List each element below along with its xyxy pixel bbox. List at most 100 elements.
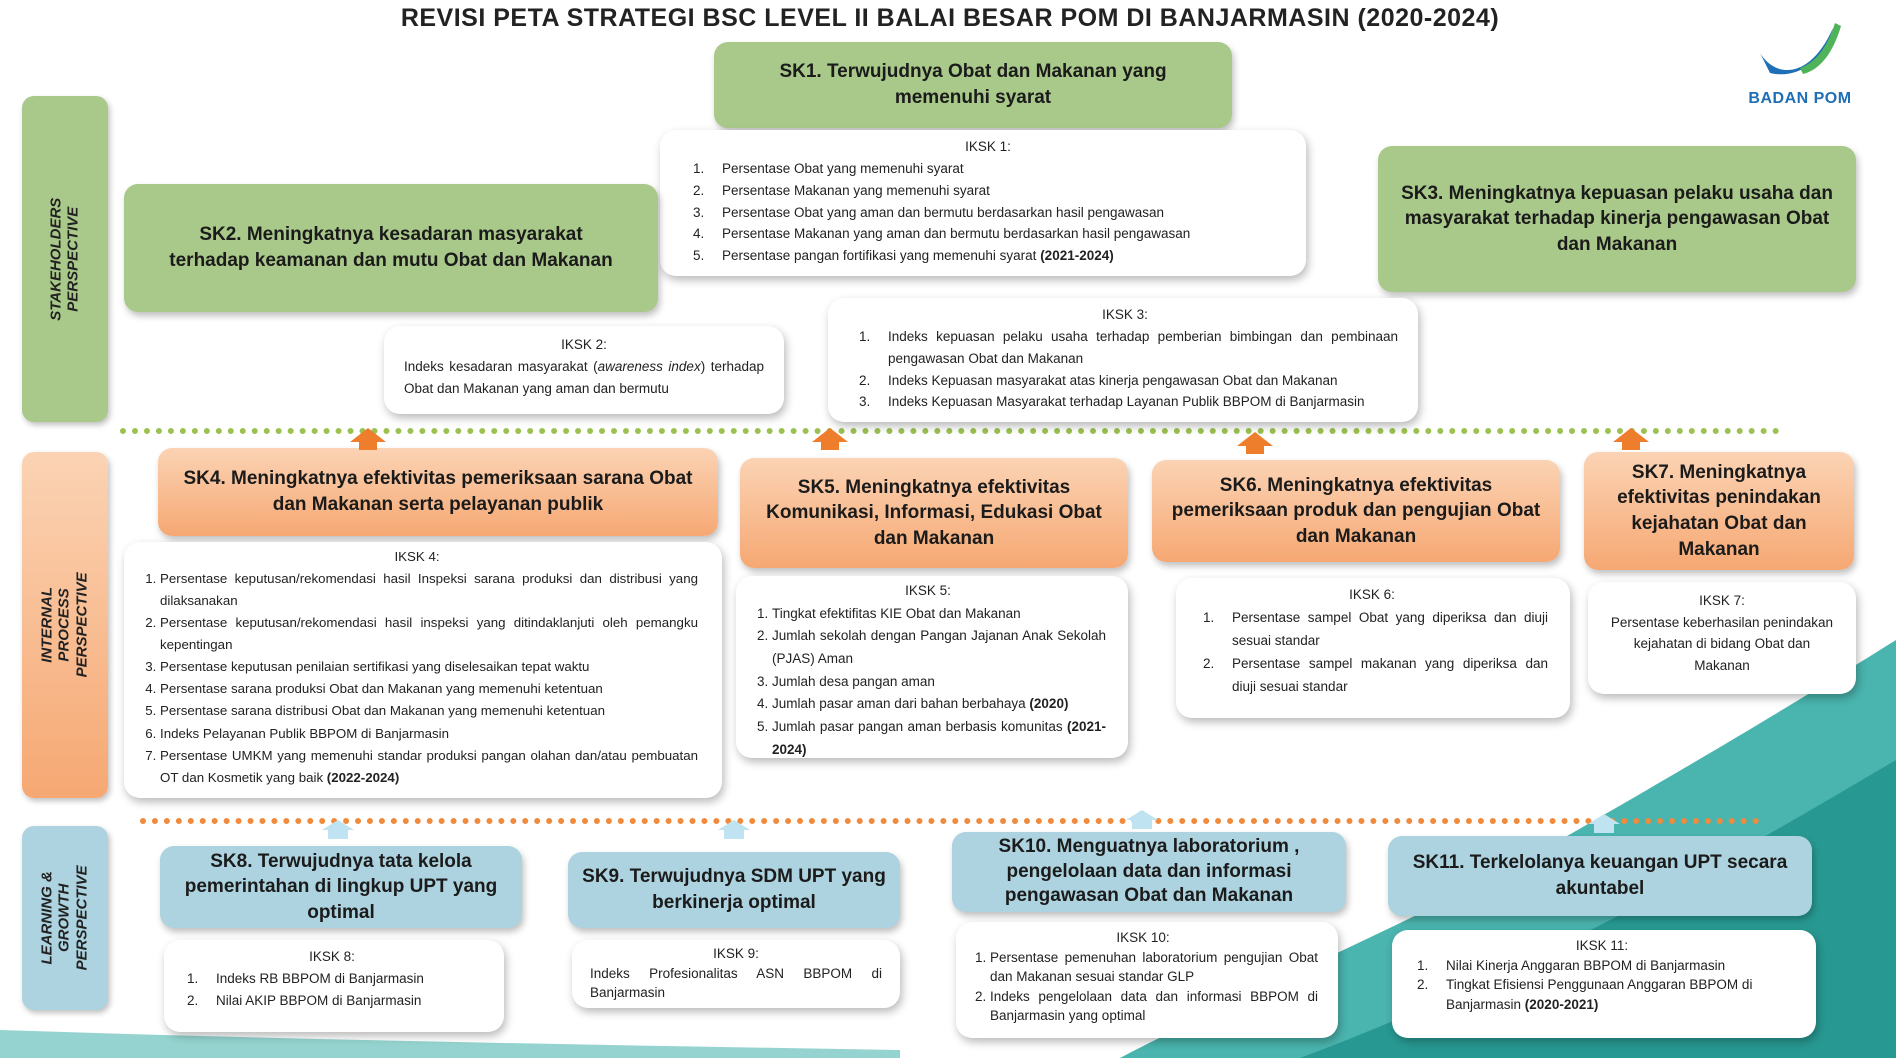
iksk4-list: Persentase keputusan/rekomendasi hasil I… bbox=[136, 568, 698, 789]
iksk8-heading: IKSK 8: bbox=[309, 949, 355, 964]
iksk8-box: IKSK 8: Indeks RB BBPOM di Banjarmasin N… bbox=[164, 940, 504, 1032]
iksk8-list: Indeks RB BBPOM di Banjarmasin Nilai AKI… bbox=[180, 968, 484, 1012]
logo-text: BADAN POM bbox=[1748, 90, 1852, 107]
iksk8-item: Indeks RB BBPOM di Banjarmasin bbox=[202, 968, 484, 990]
sk11-box: SK11. Terkelolanya keuangan UPT secara a… bbox=[1388, 836, 1812, 916]
arrow-stem bbox=[1132, 820, 1152, 829]
arrow-stem bbox=[1246, 446, 1264, 454]
internal-perspective-label: INTERNAL PROCESS PERSPECTIVE bbox=[22, 452, 108, 798]
iksk1-item: Persentase pangan fortifikasi yang memen… bbox=[708, 245, 1290, 267]
learning-perspective-label: LEARNING & GROWTH PERSPECTIVE bbox=[22, 826, 108, 1010]
iksk2-text-a: Indeks kesadaran masyarakat ( bbox=[404, 358, 598, 374]
arrow-stem bbox=[724, 830, 744, 839]
iksk7-box: IKSK 7: Persentase keberhasilan penindak… bbox=[1588, 582, 1856, 694]
iksk4-item: Persentase sarana distribusi Obat dan Ma… bbox=[160, 700, 698, 722]
iksk4-item: Persentase keputusan/rekomendasi hasil I… bbox=[160, 568, 698, 612]
iksk7-heading: IKSK 7: bbox=[1699, 593, 1745, 608]
stakeholders-perspective-text: STAKEHOLDERS PERSPECTIVE bbox=[47, 197, 82, 321]
iksk5-item-text: Jumlah pasar aman dari bahan berbahaya bbox=[772, 696, 1030, 712]
iksk5-item: Jumlah pasar aman dari bahan berbahaya (… bbox=[772, 693, 1106, 716]
iksk1-item: Persentase Makanan yang aman dan bermutu… bbox=[708, 223, 1290, 245]
iksk11-item: Tingkat Efisiensi Penggunaan Anggaran BB… bbox=[1432, 975, 1794, 1014]
iksk9-text: Indeks Profesionalitas ASN BBPOM di Banj… bbox=[590, 965, 882, 1001]
iksk2-text-italic: awareness index bbox=[597, 358, 701, 374]
iksk11-box: IKSK 11: Nilai Kinerja Anggaran BBPOM di… bbox=[1392, 930, 1816, 1038]
iksk10-item: Persentase pemenuhan laboratorium penguj… bbox=[990, 948, 1318, 987]
iksk4-heading: IKSK 4: bbox=[394, 549, 440, 564]
arrow-up-icon bbox=[1237, 432, 1273, 446]
iksk5-item-period: (2021-2024) bbox=[772, 719, 1106, 757]
sk4-box: SK4. Meningkatnya efektivitas pemeriksaa… bbox=[158, 448, 718, 536]
sk10-box: SK10. Menguatnya laboratorium , pengelol… bbox=[952, 832, 1346, 912]
arrow-up-icon bbox=[1588, 814, 1620, 824]
iksk4-item: Persentase keputusan/rekomendasi hasil i… bbox=[160, 612, 698, 656]
iksk4-box: IKSK 4: Persentase keputusan/rekomendasi… bbox=[124, 542, 722, 798]
iksk5-item: Jumlah pasar pangan aman berbasis komuni… bbox=[772, 716, 1106, 761]
iksk3-item: Indeks kepuasan pelaku usaha terhadap pe… bbox=[874, 326, 1398, 370]
stakeholders-perspective-label: STAKEHOLDERS PERSPECTIVE bbox=[22, 96, 108, 422]
arrow-up-icon bbox=[812, 428, 848, 442]
arrow-stem bbox=[821, 442, 839, 450]
iksk11-heading: IKSK 11: bbox=[1575, 938, 1629, 953]
iksk11-list: Nilai Kinerja Anggaran BBPOM di Banjarma… bbox=[1410, 956, 1794, 1015]
arrow-stem bbox=[1594, 824, 1614, 833]
arrow-stem bbox=[1622, 442, 1640, 450]
iksk4-item: Persentase UMKM yang memenuhi standar pr… bbox=[160, 745, 698, 789]
iksk5-heading: IKSK 5: bbox=[905, 583, 951, 598]
arrow-up-icon bbox=[322, 820, 354, 830]
iksk2-heading: IKSK 2: bbox=[561, 337, 607, 352]
iksk3-box: IKSK 3: Indeks kepuasan pelaku usaha ter… bbox=[828, 298, 1418, 422]
iksk10-heading: IKSK 10: bbox=[1116, 930, 1170, 945]
iksk5-item-text: Jumlah pasar pangan aman berbasis komuni… bbox=[772, 719, 1067, 735]
sk8-box: SK8. Terwujudnya tata kelola pemerintaha… bbox=[160, 846, 522, 928]
iksk1-list: Persentase Obat yang memenuhi syarat Per… bbox=[686, 158, 1290, 267]
iksk5-box: IKSK 5: Tingkat efektifitas KIE Obat dan… bbox=[736, 576, 1128, 758]
iksk9-heading: IKSK 9: bbox=[713, 946, 759, 961]
iksk1-item: Persentase Makanan yang memenuhi syarat bbox=[708, 180, 1290, 202]
arrow-up-icon bbox=[1126, 810, 1158, 820]
iksk10-item: Indeks pengelolaan data dan informasi BB… bbox=[990, 987, 1318, 1026]
iksk8-item: Nilai AKIP BBPOM di Banjarmasin bbox=[202, 990, 484, 1012]
arrow-stem bbox=[359, 442, 377, 450]
iksk10-list: Persentase pemenuhan laboratorium penguj… bbox=[968, 948, 1318, 1026]
badan-pom-logo-icon bbox=[1760, 23, 1841, 75]
iksk6-box: IKSK 6: Persentase sampel Obat yang dipe… bbox=[1176, 578, 1570, 718]
sk5-box: SK5. Meningkatnya efektivitas Komunikasi… bbox=[740, 458, 1128, 568]
iksk5-item: Jumlah desa pangan aman bbox=[772, 671, 1106, 694]
iksk6-heading: IKSK 6: bbox=[1349, 587, 1395, 602]
iksk6-item: Persentase sampel Obat yang diperiksa da… bbox=[1218, 607, 1548, 653]
sk9-box: SK9. Terwujudnya SDM UPT yang berkinerja… bbox=[568, 852, 900, 928]
iksk5-list: Tingkat efektifitas KIE Obat dan Makanan… bbox=[750, 603, 1106, 762]
iksk9-box: IKSK 9: Indeks Profesionalitas ASN BBPOM… bbox=[572, 940, 900, 1008]
separator-internal-learning bbox=[140, 818, 1760, 824]
iksk5-item-period: (2020) bbox=[1029, 696, 1069, 712]
arrow-up-icon bbox=[1613, 428, 1649, 442]
sk1-box: SK1. Terwujudnya Obat dan Makanan yang m… bbox=[714, 42, 1232, 128]
iksk6-item: Persentase sampel makanan yang diperiksa… bbox=[1218, 653, 1548, 699]
iksk1-item-period: (2021-2024) bbox=[1040, 248, 1114, 264]
iksk3-list: Indeks kepuasan pelaku usaha terhadap pe… bbox=[852, 326, 1398, 413]
iksk4-item: Persentase keputusan penilaian sertifika… bbox=[160, 656, 698, 678]
iksk11-item-period: (2020-2021) bbox=[1524, 996, 1599, 1012]
iksk3-item: Indeks Kepuasan Masyarakat terhadap Laya… bbox=[874, 391, 1398, 413]
iksk2-text-b: ) terhadap Obat dan Makanan yang aman da… bbox=[404, 358, 765, 396]
iksk4-item: Persentase sarana produksi Obat dan Maka… bbox=[160, 678, 698, 700]
iksk2-box: IKSK 2: Indeks kesadaran masyarakat (awa… bbox=[384, 326, 784, 414]
arrow-up-icon bbox=[718, 820, 750, 830]
iksk5-item: Jumlah sekolah dengan Pangan Jajanan Ana… bbox=[772, 625, 1106, 670]
separator-stakeholder-internal bbox=[120, 428, 1780, 434]
iksk4-item-period: (2022-2024) bbox=[326, 769, 400, 785]
iksk4-item: Indeks Pelayanan Publik BBPOM di Banjarm… bbox=[160, 723, 698, 745]
iksk1-item: Persentase Obat yang aman dan bermutu be… bbox=[708, 202, 1290, 224]
iksk3-heading: IKSK 3: bbox=[1102, 307, 1148, 322]
iksk1-item-text: Persentase pangan fortifikasi yang memen… bbox=[722, 248, 1041, 264]
iksk2-text: Indeks kesadaran masyarakat (awareness i… bbox=[404, 356, 764, 400]
iksk4-item-text: Persentase UMKM yang memenuhi standar pr… bbox=[160, 747, 698, 785]
page-title: REVISI PETA STRATEGI BSC LEVEL II BALAI … bbox=[400, 4, 1500, 32]
sk7-box: SK7. Meningkatnya efektivitas penindakan… bbox=[1584, 452, 1854, 570]
iksk6-list: Persentase sampel Obat yang diperiksa da… bbox=[1196, 607, 1548, 699]
iksk10-box: IKSK 10: Persentase pemenuhan laboratori… bbox=[956, 922, 1338, 1038]
iksk7-text: Persentase keberhasilan penindakan kejah… bbox=[1610, 614, 1834, 673]
sk3-box: SK3. Meningkatnya kepuasan pelaku usaha … bbox=[1378, 146, 1856, 292]
sk2-box: SK2. Meningkatnya kesadaran masyarakat t… bbox=[124, 184, 658, 312]
